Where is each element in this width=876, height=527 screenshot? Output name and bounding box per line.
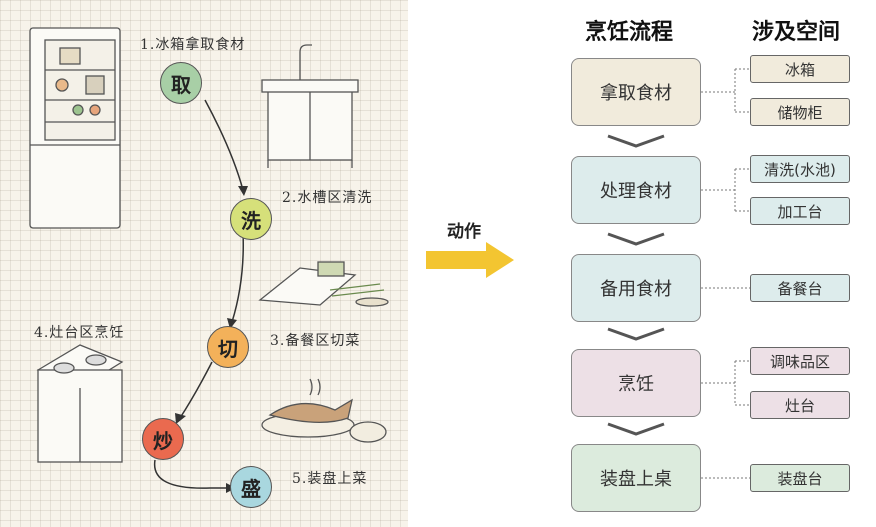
space-staging-counter: 备餐台: [750, 274, 850, 302]
flow-path: [153, 99, 244, 489]
sink-icon: [261, 44, 359, 168]
space-header: 涉及空间: [752, 20, 841, 45]
kitchen-illustration: 1.冰箱拿取食材 2.水槽区清洗 3.备餐区切菜 4.灶台区烹饪 5.装盘上菜 …: [0, 0, 408, 527]
step-label-3: 3.备餐区切菜: [270, 333, 361, 349]
transition-arrow-icon: [426, 242, 514, 278]
step-circle-xi: 洗: [230, 198, 272, 240]
space-storage-cabinet: 储物柜: [750, 98, 850, 126]
chevron-down-icon: [607, 327, 665, 341]
stage-plate-serve: 装盘上桌: [571, 444, 701, 512]
flow-arrowhead: [238, 186, 248, 196]
chevron-down-icon: [607, 422, 665, 436]
cutting-board-icon: [258, 261, 389, 307]
step-circle-sheng: 盛: [230, 466, 272, 508]
space-fridge: 冰箱: [750, 55, 850, 83]
space-plating-counter: 装盘台: [750, 464, 850, 492]
process-header: 烹饪流程: [585, 20, 674, 45]
space-seasoning-area: 调味品区: [750, 347, 850, 375]
step-label-5: 5.装盘上菜: [292, 471, 368, 487]
stage-process-ingredients: 处理食材: [571, 156, 701, 224]
chevron-down-icon: [607, 134, 665, 148]
step-label-4: 4.灶台区烹饪: [34, 325, 125, 341]
stage-prepare-ingredients: 备用食材: [571, 254, 701, 322]
space-prep-counter: 加工台: [750, 197, 850, 225]
step-label-1: 1.冰箱拿取食材: [140, 37, 246, 53]
stove-icon: [36, 344, 124, 463]
step-label-2: 2.水槽区清洗: [282, 190, 373, 206]
step-circle-chao: 炒: [142, 418, 184, 460]
flow-arrowhead: [175, 413, 186, 424]
chevron-down-icon: [607, 232, 665, 246]
fridge-icon: [29, 27, 121, 229]
space-sink: 清洗(水池): [750, 155, 850, 183]
fish-plate-icon: [261, 378, 387, 443]
step-circle-qu: 取: [160, 62, 202, 104]
transition-label: 动作: [447, 222, 481, 242]
space-stove: 灶台: [750, 391, 850, 419]
step-circle-qie: 切: [207, 326, 249, 368]
illustration-drawings: [29, 27, 389, 493]
stage-cooking: 烹饪: [571, 349, 701, 417]
stage-fetch-ingredients: 拿取食材: [571, 58, 701, 126]
